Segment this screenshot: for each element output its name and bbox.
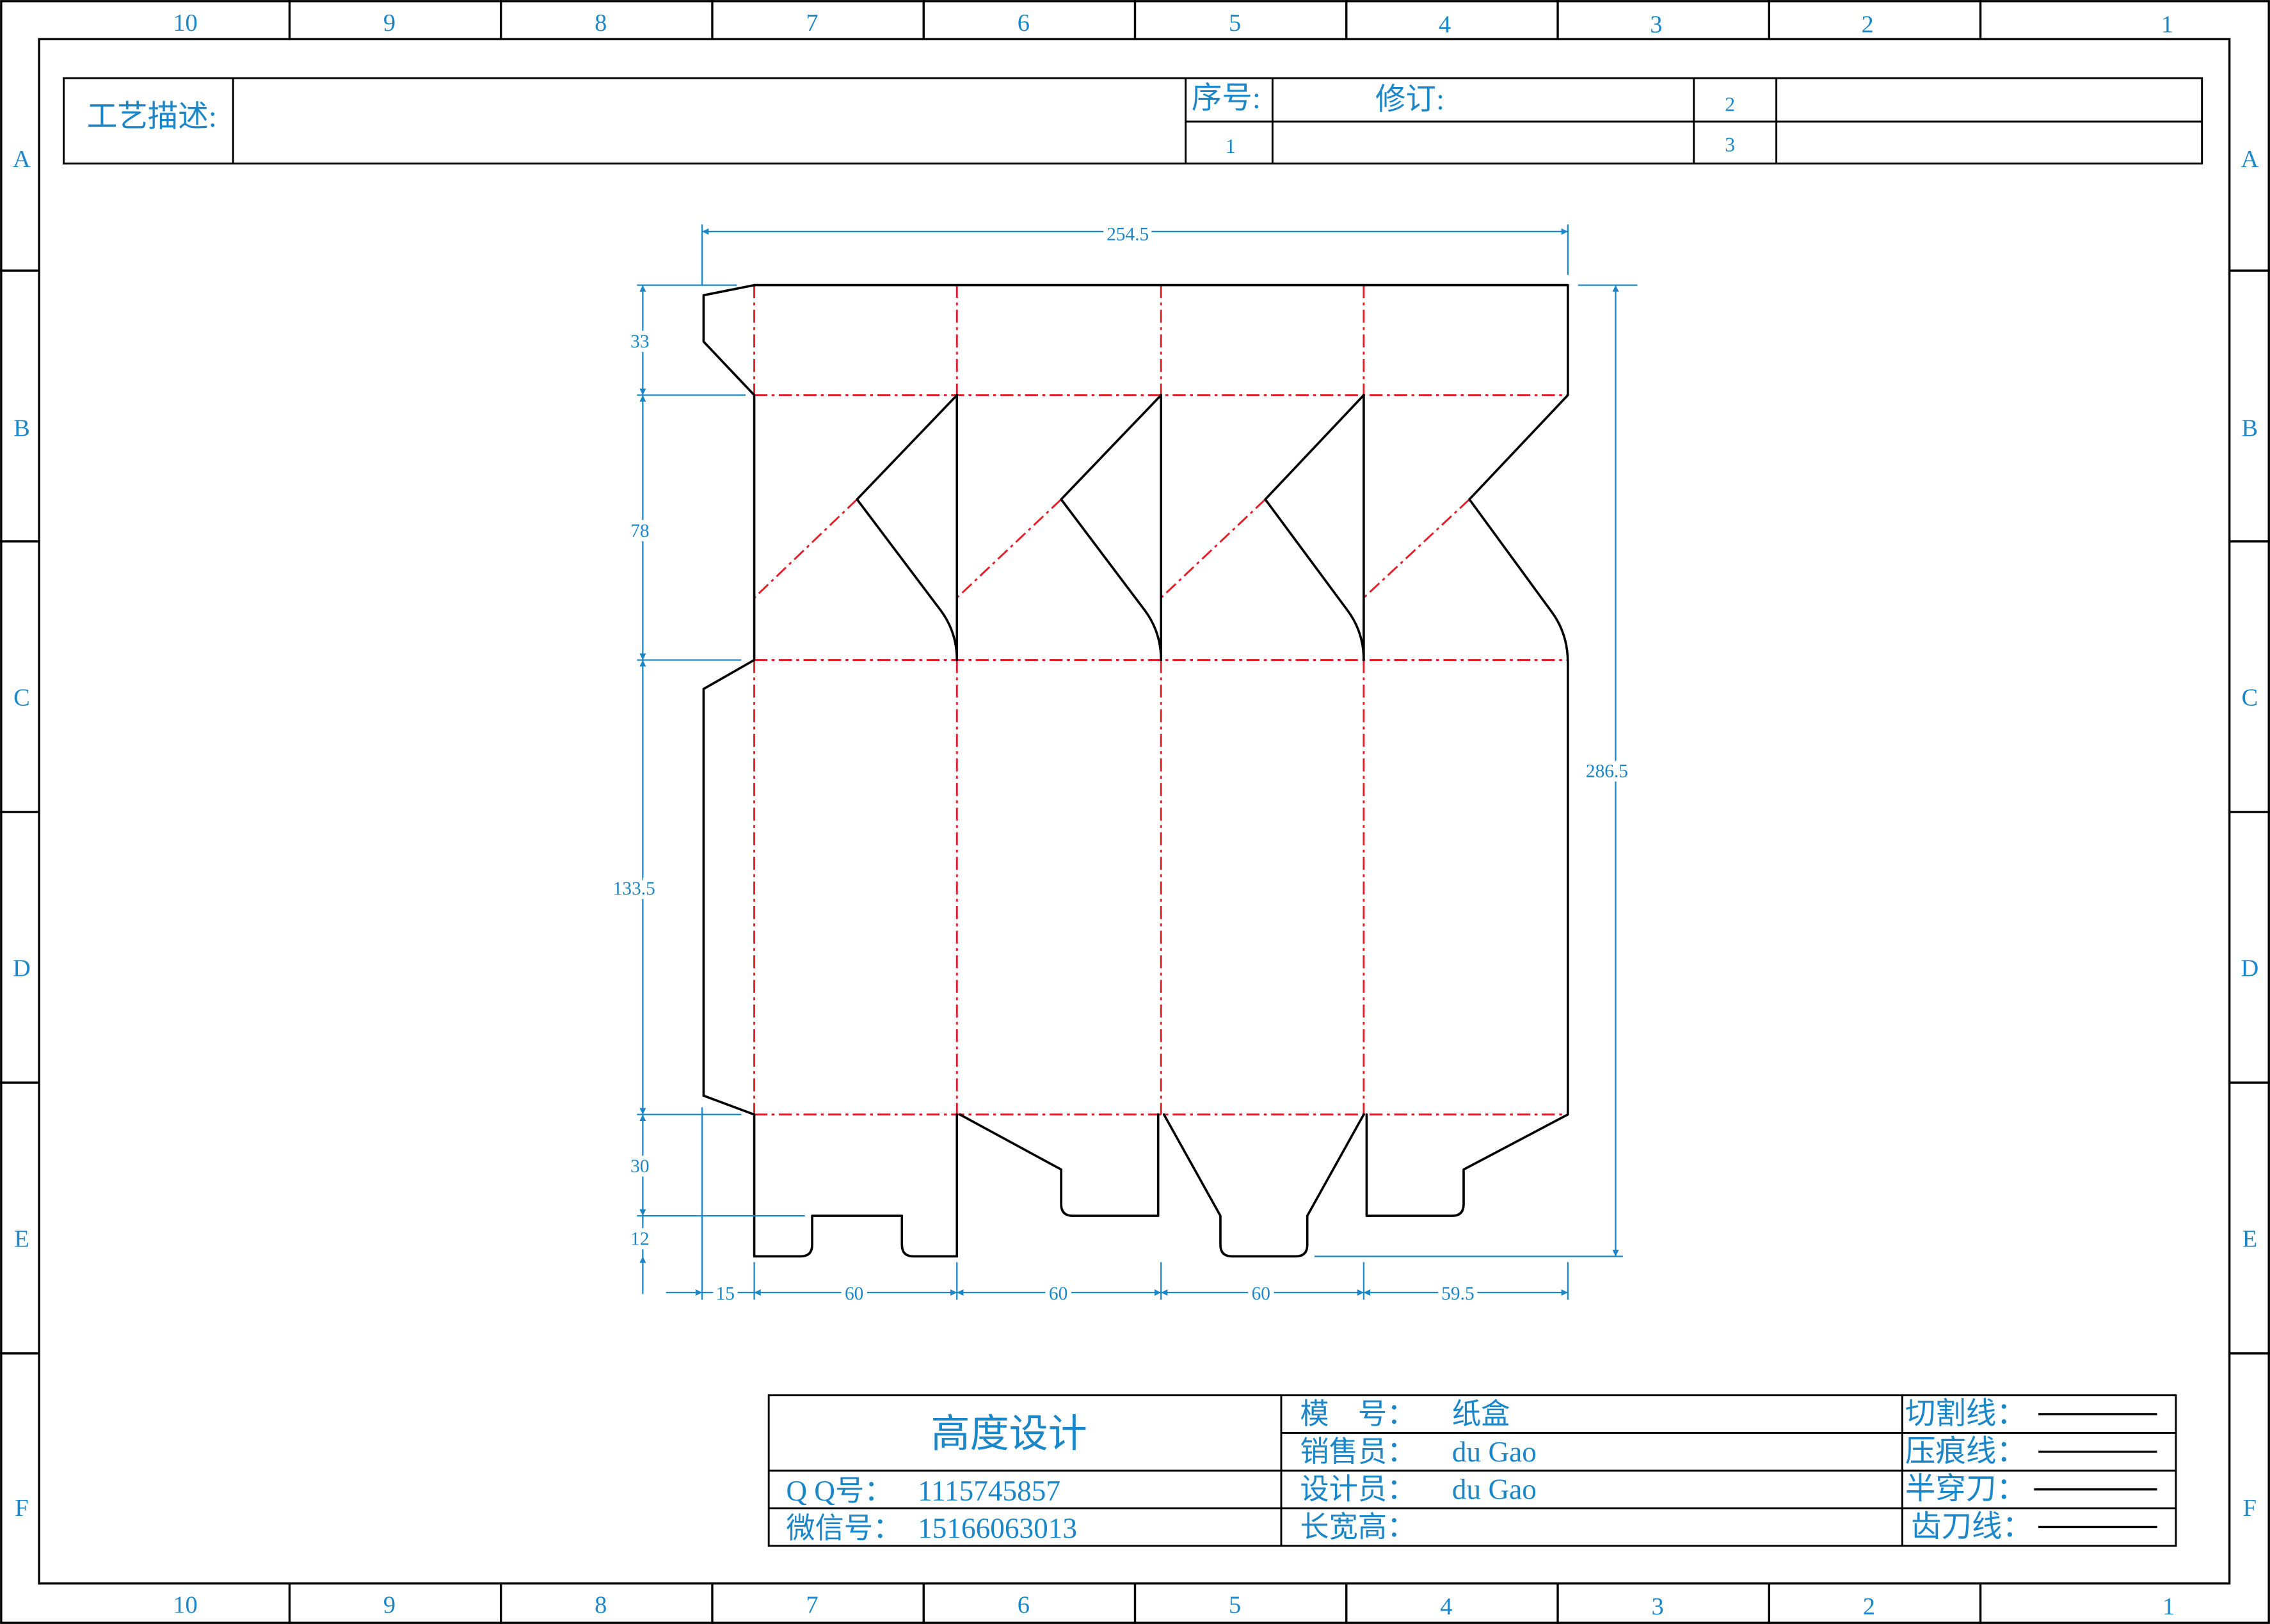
cut-line-closure-flap-3 — [1264, 394, 1365, 662]
column-label: 9 — [383, 10, 396, 36]
wechat-label: 微信号： — [786, 1513, 902, 1545]
bottom-zone-dividers — [288, 1583, 1982, 1624]
legend-half-cut-label: 半穿刀： — [1905, 1473, 2027, 1506]
process-header: 工艺描述: 序号: 修订: 1 2 3 — [63, 77, 2203, 165]
row-label: B — [13, 415, 30, 442]
row-label: A — [2241, 146, 2258, 173]
row-label: E — [2242, 1225, 2257, 1252]
cut-line-bottom-panel-1-and-glue-flap — [702, 283, 959, 1258]
column-label: 8 — [595, 1592, 607, 1619]
sequence-number: 3 — [1725, 134, 1735, 156]
cut-line-closure-flap-1 — [856, 394, 959, 662]
dimension-label-top-flap: 33 — [630, 331, 649, 352]
wechat-number: 15166063013 — [918, 1513, 1077, 1545]
column-label: 2 — [1862, 11, 1874, 38]
revision-label: 修订: — [1375, 83, 1444, 116]
column-label: 5 — [1229, 10, 1241, 36]
row-label: D — [2241, 955, 2258, 982]
salesperson-value: du Gao — [1452, 1436, 1537, 1468]
dimension-label-panel-4: 59.5 — [1441, 1284, 1474, 1304]
column-label: 1 — [2162, 1593, 2175, 1620]
qq-number: 1115745857 — [918, 1475, 1060, 1507]
company-name: 高度设计 — [931, 1413, 1087, 1456]
column-labels-top: 10 9 8 7 6 5 4 3 2 1 — [173, 10, 2173, 38]
cut-line-closure-flap-2 — [1060, 394, 1163, 662]
column-label: 7 — [806, 1592, 818, 1619]
dimensions-lwh-label: 长宽高： — [1300, 1511, 1416, 1543]
column-label: 4 — [1440, 1593, 1452, 1620]
sequence-number: 1 — [1226, 135, 1236, 157]
column-label: 10 — [173, 1592, 197, 1619]
title-block: 高度设计 Q Q号： 1115745857 微信号： 15166063013 模… — [767, 1394, 2177, 1547]
row-labels-left: A B C D E F — [13, 146, 31, 1522]
dimension-label-overall-height: 286.5 — [1586, 761, 1628, 782]
process-description-label: 工艺描述: — [87, 100, 217, 134]
dimension-label-bottom-flap: 30 — [630, 1156, 649, 1177]
designer-label: 设计员： — [1300, 1474, 1416, 1506]
dimension-label-glue-flap: 15 — [716, 1284, 735, 1304]
box-dieline — [702, 283, 1569, 1258]
model-number-value: 纸盒 — [1452, 1398, 1510, 1430]
row-label: A — [13, 146, 31, 173]
column-label: 7 — [806, 10, 818, 36]
cut-line-bottom-panel-3 — [1162, 1113, 1365, 1258]
row-label: F — [2243, 1495, 2257, 1522]
left-zone-dividers — [0, 269, 40, 1355]
dimension-label-panel-2: 60 — [1049, 1284, 1067, 1304]
legend-perforation-line-label: 齿刀线： — [1911, 1510, 2033, 1543]
cut-lines — [702, 283, 1569, 1258]
column-label: 2 — [1863, 1593, 1875, 1620]
dimension-label-top-closure: 78 — [630, 521, 649, 541]
row-label: B — [2242, 415, 2258, 442]
column-labels-bottom: 10 9 8 7 6 5 4 3 2 1 — [173, 1592, 2175, 1620]
legend-cut-line-label: 切割线： — [1905, 1397, 2027, 1431]
crease-line-top-flap-panels — [753, 285, 1365, 395]
dimension-label-panel-1: 60 — [845, 1284, 863, 1304]
title-block-grid-lines — [769, 1395, 2176, 1546]
cut-line-outline-panel-4 — [753, 283, 1569, 1217]
header-grid-lines — [232, 78, 2202, 164]
sequence-label: 序号: — [1192, 82, 1261, 115]
dimensions: 254.5 33 78 133.5 30 12 286.5 15 60 60 6… — [609, 220, 1638, 1309]
row-label: F — [15, 1495, 28, 1522]
crease-line-body-panels — [753, 660, 1365, 1115]
top-zone-dividers — [288, 0, 1982, 40]
sequence-number: 2 — [1725, 93, 1735, 115]
column-label: 6 — [1018, 1592, 1030, 1619]
column-label: 1 — [2161, 11, 2173, 38]
legend-crease-line-label: 压痕线： — [1905, 1435, 2027, 1469]
row-label: C — [13, 684, 30, 711]
qq-label: Q Q号： — [786, 1475, 893, 1507]
dimension-extension-lines — [637, 224, 1638, 1300]
column-label: 3 — [1650, 11, 1662, 38]
column-label: 4 — [1439, 11, 1451, 38]
right-zone-dividers — [2229, 269, 2270, 1355]
column-label: 9 — [383, 1592, 396, 1619]
column-label: 6 — [1018, 10, 1030, 36]
row-label: D — [13, 955, 31, 982]
column-label: 8 — [595, 10, 607, 36]
dimension-label-panel-3: 60 — [1252, 1284, 1270, 1304]
salesperson-label: 销售员： — [1300, 1436, 1416, 1468]
row-labels-right: A B C D E F — [2241, 146, 2258, 1522]
model-number-label: 模 号： — [1300, 1398, 1416, 1430]
dimension-label-body-height: 133.5 — [613, 879, 655, 899]
column-label: 10 — [173, 10, 197, 36]
designer-value: du Gao — [1452, 1474, 1537, 1506]
row-label: C — [2242, 684, 2258, 711]
dimension-label-overall-width: 254.5 — [1107, 224, 1149, 244]
column-label: 5 — [1229, 1592, 1241, 1619]
dimension-label-bottom-tab: 12 — [630, 1229, 649, 1249]
cut-line-bottom-panel-2 — [958, 1113, 1160, 1217]
column-label: 3 — [1652, 1593, 1664, 1620]
row-label: E — [14, 1225, 29, 1252]
